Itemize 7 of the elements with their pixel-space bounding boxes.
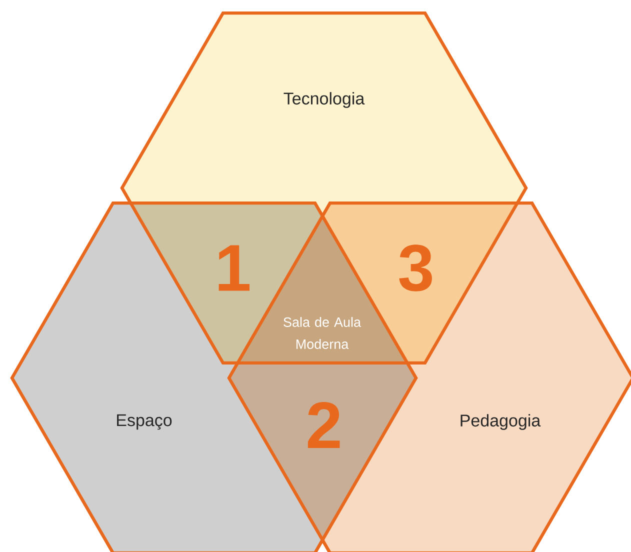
region-number: 2 bbox=[308, 402, 340, 448]
region-number: 1 bbox=[218, 245, 250, 291]
center-label: Sala de Aula Moderna bbox=[284, 317, 362, 349]
hexagon-label: Espaço bbox=[117, 414, 172, 430]
hexagon-label: Tecnologia bbox=[284, 92, 365, 108]
region-number: 3 bbox=[399, 244, 432, 292]
hexagon-label: Pedagogia bbox=[460, 414, 541, 430]
